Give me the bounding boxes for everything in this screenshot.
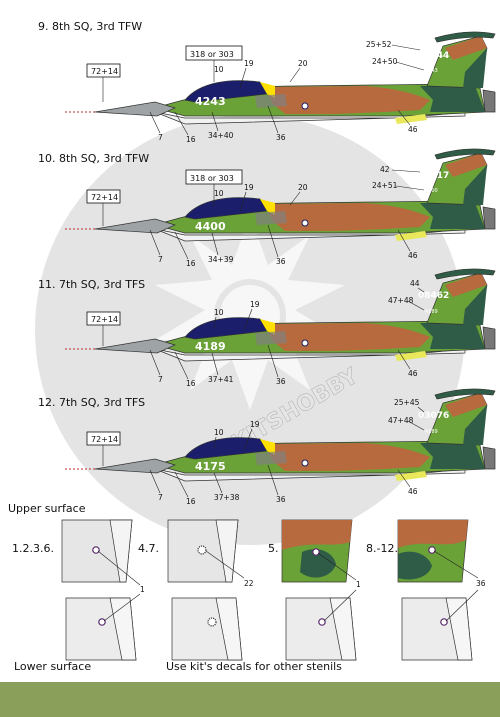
panel-callout: 36 — [476, 579, 486, 588]
callout-tail-mid: 47+48 — [388, 416, 414, 425]
aircraft-profile — [64, 31, 496, 125]
top-box-label: 318 or 303 — [190, 174, 234, 183]
upper-surface-label: Upper surface — [8, 502, 86, 515]
sun-roundel-icon — [207, 617, 217, 627]
callout-16: 16 — [186, 135, 196, 144]
wing-panel-4: 8.-12. 36 — [366, 519, 486, 661]
profile-title: 12. 7th SQ, 3rd TFS — [38, 396, 145, 409]
roundel-icon — [98, 618, 106, 626]
tail-number: 03076 — [418, 411, 449, 421]
tail-small-serial: 4189 — [425, 429, 438, 435]
panel-callout: 22 — [244, 579, 254, 588]
top-box-label: 318 or 303 — [190, 50, 234, 59]
callout-belly: 34+40 — [208, 131, 234, 140]
panel-label: 5. — [268, 542, 279, 555]
callout-tail-mid: 47+48 — [388, 296, 414, 305]
nose-box-label: 72+14 — [91, 435, 118, 444]
tail-small-serial: 4400 — [425, 188, 438, 194]
callout-46: 46 — [408, 487, 418, 496]
callout-19: 19 — [244, 59, 254, 68]
nose-box — [86, 431, 121, 446]
footer-band — [0, 682, 500, 717]
callout-36: 36 — [276, 377, 286, 386]
nose-box — [86, 311, 121, 326]
callout-20: 20 — [298, 59, 308, 68]
callout-tail-top: 44 — [410, 279, 420, 288]
roundel-icon — [312, 548, 320, 556]
roundel-icon — [440, 618, 448, 626]
serial-number: 4189 — [195, 340, 226, 353]
tail-small-serial: 4243 — [425, 68, 438, 74]
callout-16: 16 — [186, 497, 196, 506]
callout-36: 36 — [276, 133, 286, 142]
profile-title: 9. 8th SQ, 3rd TFW — [38, 20, 142, 33]
profile-title: 11. 7th SQ, 3rd TFS — [38, 278, 145, 291]
callout-belly: 37+41 — [208, 375, 234, 384]
tail-number: 60844 — [418, 51, 449, 61]
callout-tail-mid: 24+50 — [372, 57, 398, 66]
tail-small-serial: 4189 — [425, 309, 438, 315]
callout-7: 7 — [158, 493, 163, 502]
callout-tail-top: 42 — [380, 165, 390, 174]
nose-box-label: 72+14 — [91, 67, 118, 76]
profile-10: 10. 8th SQ, 3rd TFW 4400 22517 4400 72+1… — [38, 148, 496, 268]
panel-label: 8.-12. — [366, 542, 398, 555]
nose-box-label: 72+14 — [91, 315, 118, 324]
callout-20: 20 — [298, 183, 308, 192]
panel-label: 4.7. — [138, 542, 159, 555]
callout-16: 16 — [186, 379, 196, 388]
profile-title: 10. 8th SQ, 3rd TFW — [38, 152, 149, 165]
wing-panel-1: 1.2.3.6. 1 — [12, 519, 145, 661]
callout-tail-mid: 24+51 — [372, 181, 398, 190]
callout-46: 46 — [408, 125, 418, 134]
callout-7: 7 — [158, 255, 163, 264]
callout-10: 10 — [214, 65, 224, 74]
callout-tail-top: 25+45 — [394, 398, 420, 407]
profile-11: 11. 7th SQ, 3rd TFS 4189 08462 4189 72+1… — [38, 268, 496, 388]
lower-surface-label: Lower surface — [14, 660, 91, 673]
nose-box — [86, 63, 121, 78]
profile-9: 9. 8th SQ, 3rd TFW 4243 60844 4243 72+14… — [38, 20, 496, 144]
panel-label: 1.2.3.6. — [12, 542, 54, 555]
callout-7: 7 — [158, 133, 163, 142]
serial-number: 4175 — [195, 460, 226, 473]
callout-7: 7 — [158, 375, 163, 384]
panel-callout: 1 — [356, 580, 361, 589]
callout-19: 19 — [250, 420, 260, 429]
callout-belly: 37+38 — [214, 493, 240, 502]
callout-19: 19 — [244, 183, 254, 192]
tail-number: 08462 — [418, 291, 449, 301]
callout-10: 10 — [214, 308, 224, 317]
serial-number: 4400 — [195, 220, 226, 233]
stencil-note: Use kit's decals for other stenils — [166, 660, 342, 673]
callout-19: 19 — [250, 300, 260, 309]
panel-callout: 1 — [140, 585, 145, 594]
callout-46: 46 — [408, 251, 418, 260]
callout-10: 10 — [214, 428, 224, 437]
wing-panel-2: 4.7. 22 — [138, 519, 254, 661]
roundel-icon — [92, 546, 100, 554]
sun-roundel-icon — [197, 545, 207, 555]
callout-36: 36 — [276, 495, 286, 504]
nose-box — [86, 189, 121, 204]
callout-10: 10 — [214, 189, 224, 198]
tail-number: 22517 — [418, 171, 449, 181]
callout-46: 46 — [408, 369, 418, 378]
serial-number: 4243 — [195, 95, 226, 108]
roundel-icon — [318, 618, 326, 626]
profile-12: 12. 7th SQ, 3rd TFS 4175 03076 4189 72+1… — [38, 388, 496, 506]
callout-16: 16 — [186, 259, 196, 268]
callout-36: 36 — [276, 257, 286, 266]
callout-tail-top: 25+52 — [366, 40, 392, 49]
nose-box-label: 72+14 — [91, 193, 118, 202]
wing-panel-3: 5. 1 — [268, 519, 361, 661]
roundel-icon — [428, 546, 436, 554]
callout-belly: 34+39 — [208, 255, 234, 264]
